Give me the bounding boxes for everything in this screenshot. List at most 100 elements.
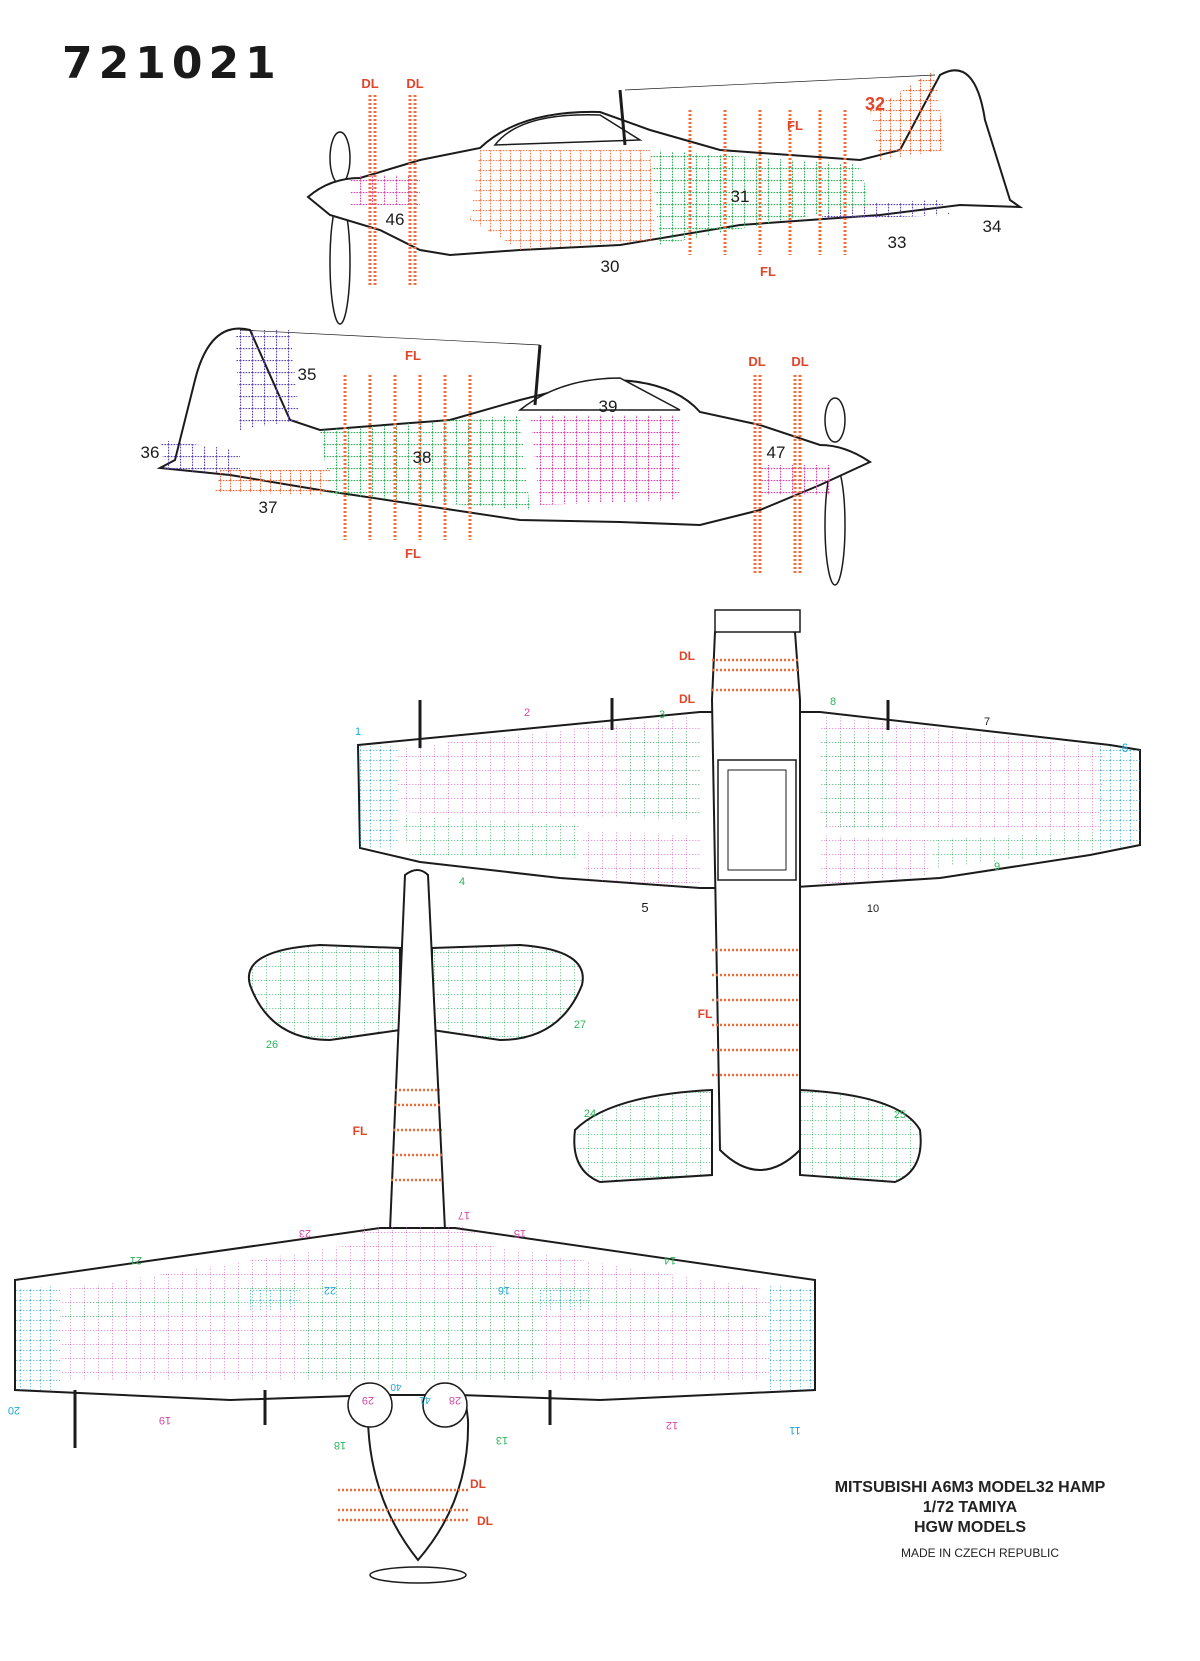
label-29: 29 [362,1394,374,1406]
wing-panel-10 [820,835,930,885]
wing-panel-4 [400,815,580,858]
propeller-blade [824,397,846,443]
wing-panel-7 [820,715,1105,830]
label-3: 3 [659,709,665,721]
label-38: 38 [413,448,432,467]
label-20: 20 [8,1404,20,1416]
wing-strip [455,1275,770,1320]
label-fl: FL [787,118,803,133]
dl-fl-stripes [338,1088,470,1522]
title-block: MITSUBISHI A6M3 MODEL32 HAMP 1/72 TAMIYA… [835,1479,1106,1560]
label-dl: DL [679,692,695,706]
dl-fl-stripes [343,375,802,575]
wing-tip-11 [770,1285,815,1390]
label-41: 41 [419,1394,431,1405]
label-31: 31 [731,187,750,206]
fin-panel-32 [870,70,945,160]
label-5: 5 [641,900,648,915]
label-dl: DL [791,354,808,369]
label-fl: FL [405,546,421,561]
cockpit [717,759,797,881]
panel-22 [250,1290,300,1310]
label-14: 14 [664,1254,676,1266]
label-2: 2 [524,707,530,719]
label-28: 28 [449,1394,461,1406]
dl-fl-stripes [712,658,800,1077]
label-fl: FL [353,1124,368,1138]
label-dl: DL [679,649,695,663]
tail-panel-37 [215,470,330,495]
label-1: 1 [355,726,361,738]
label-21: 21 [130,1254,142,1266]
wing-panel-3 [620,730,700,820]
label-47: 47 [767,443,786,462]
label-34: 34 [983,217,1002,236]
title-line-3: HGW MODELS [914,1519,1026,1536]
label-26: 26 [266,1039,278,1051]
label-9: 9 [994,861,1000,873]
wing-panel-9 [930,830,1100,868]
antenna-mast [618,89,627,146]
label-dl: DL [477,1514,493,1528]
antenna-wire [239,329,541,346]
fin-panel-35 [235,330,300,430]
wheel-well-left [347,1382,393,1428]
label-30: 30 [601,257,620,276]
fuselage-panel-39 [530,415,680,505]
wing-tip-1 [360,745,398,850]
bottom-view: FL DL DL 26 27 11 12 13 14 15 16 17 18 1… [8,869,816,1584]
fuselage-panel-30 [470,150,655,250]
side-view-left: DL DL FL FL 32 46 31 30 33 34 [306,69,1024,325]
label-17: 17 [458,1209,470,1221]
title-line-2: 1/72 TAMIYA [923,1499,1018,1516]
label-39: 39 [599,397,618,416]
canopy-frame [727,769,787,871]
label-25: 25 [894,1109,906,1121]
label-fl: FL [698,1007,713,1021]
label-12: 12 [666,1419,678,1431]
stabilizer-panel-24 [573,1088,713,1184]
label-27: 27 [574,1019,586,1031]
wing-tip-6 [1100,745,1140,850]
label-7: 7 [984,716,990,728]
fuselage-panel-31 [650,150,870,245]
label-32: 32 [865,94,885,114]
propeller-blade [329,131,351,185]
label-18: 18 [334,1439,346,1451]
label-23: 23 [299,1227,311,1239]
wing-panel-14 [455,1240,770,1310]
panel-16 [540,1290,590,1310]
wing-panel-5 [580,830,700,885]
label-11: 11 [789,1424,800,1436]
label-dl: DL [470,1477,486,1491]
wing-strip [60,1275,380,1320]
canopy [493,114,643,146]
fuselage-outline [710,625,801,1171]
fuselage-panel-17 [360,1225,475,1300]
label-dl: DL [406,76,423,91]
label-16: 16 [498,1284,510,1296]
product-code: 721021 [62,38,282,89]
title-line-4: MADE IN CZECH REPUBLIC [901,1546,1059,1560]
stabilizer-panel-26 [247,943,401,1042]
stabilizer-panel-27 [431,943,584,1042]
label-6: 6 [1122,741,1129,755]
cowl-panel-46 [350,175,420,205]
label-dl: DL [361,76,378,91]
label-4: 4 [459,876,465,888]
wing-panel-21 [60,1240,380,1310]
dl-fl-stripes [368,95,847,285]
title-line-1: MITSUBISHI A6M3 MODEL32 HAMP [835,1479,1106,1496]
side-view-right: FL FL DL DL 35 36 37 38 39 47 [141,327,873,586]
center-section-13-18 [300,1300,540,1380]
label-19: 19 [159,1414,171,1426]
label-35: 35 [298,365,317,384]
label-fl: FL [760,264,776,279]
stabilizer-panel-25 [799,1088,922,1184]
wing-panel-8 [820,730,890,830]
label-13: 13 [496,1434,508,1446]
wing-tip-20 [15,1285,60,1390]
label-46: 46 [386,210,405,229]
